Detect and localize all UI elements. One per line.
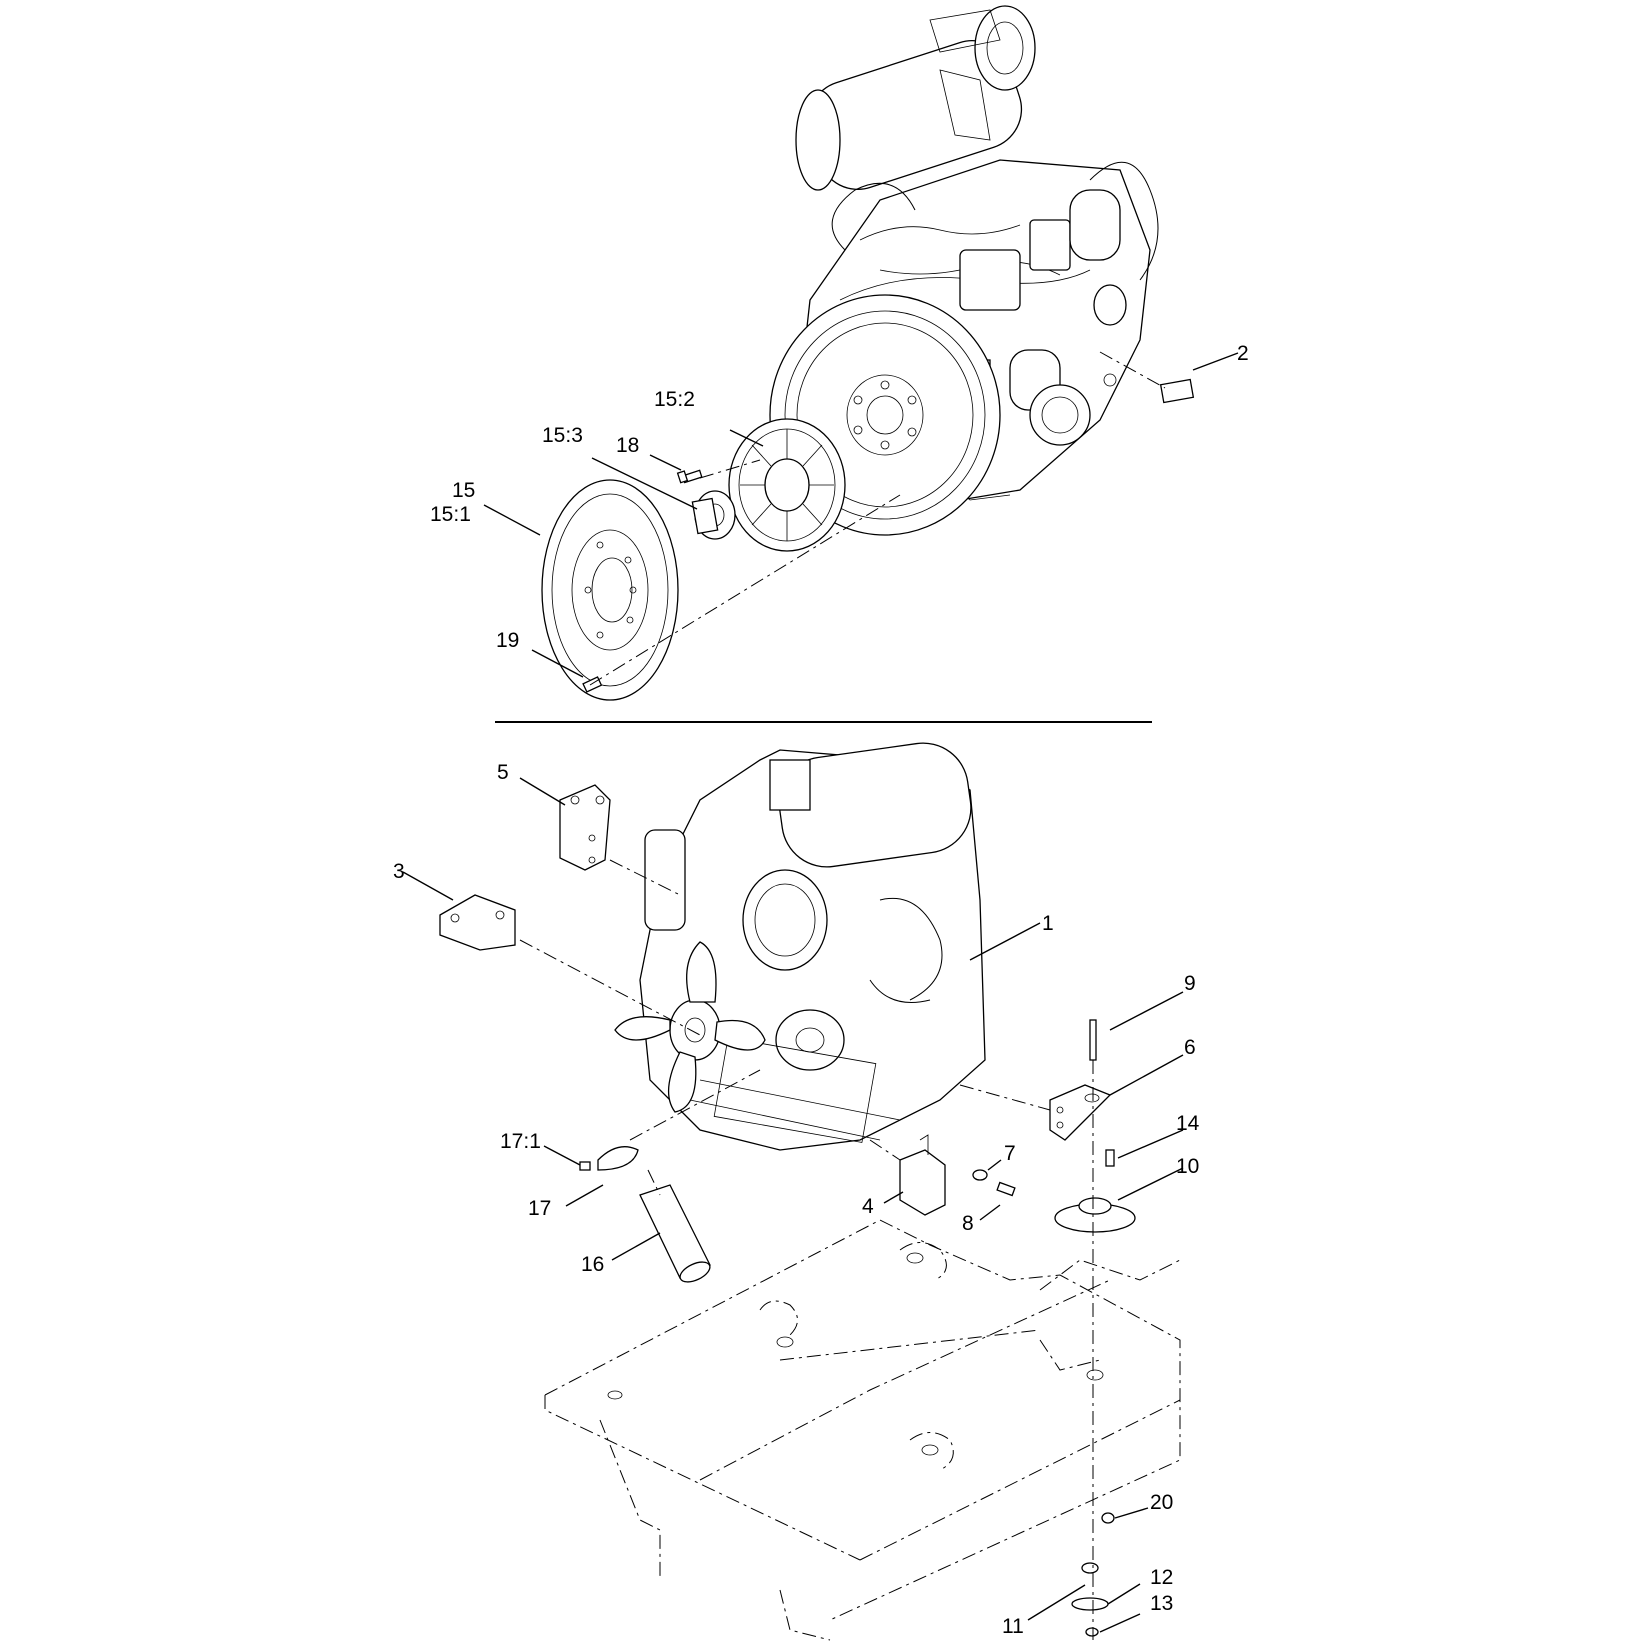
nut-20-part [1101,1512,1115,1524]
mount-bracket-4-part [899,1134,946,1216]
callout-9: 9 [1184,972,1196,995]
coupling-plate-part [728,418,846,552]
mount-bracket-6-part [1049,1084,1112,1141]
callout-7: 7 [1004,1142,1016,1165]
callout-10: 10 [1176,1155,1199,1178]
flywheel-adapter-part [541,479,679,701]
screw-18-part [676,469,703,484]
callout-8: 8 [962,1212,974,1235]
isolator-mount-10-part [1054,1197,1136,1233]
callout-12: 12 [1150,1566,1173,1589]
callout-14: 14 [1176,1112,1200,1135]
air-hose-16-part [639,1184,711,1283]
callout-15-2: 15:2 [654,388,695,411]
muffler-drawing [795,5,1036,191]
callout-20: 20 [1150,1491,1173,1514]
washer-11-part [1081,1562,1099,1574]
engine-block-front [639,742,986,1151]
bolt-14-part [1105,1149,1115,1167]
callout-17-1: 17:1 [500,1130,541,1153]
washer-12-part [1071,1597,1109,1611]
callout-2: 2 [1237,342,1249,365]
hose-clamp-17-part [579,1146,639,1171]
nut-13-part [1085,1627,1099,1637]
callout-17: 17 [528,1197,551,1220]
pin-9-part [1089,1019,1097,1061]
chassis-frame [544,1219,1181,1641]
callout-4: 4 [862,1195,874,1218]
callout-6: 6 [1184,1036,1196,1059]
engine-rear-view [483,5,1239,701]
callout-15-3: 15:3 [542,424,583,447]
mount-bracket-3-part [439,894,516,951]
mount-bracket-5-part [559,784,611,871]
callout-5: 5 [497,761,509,784]
callout-16: 16 [581,1253,604,1276]
fan-drawing [614,941,766,1113]
callout-13: 13 [1150,1592,1173,1615]
coupling-hub-part [691,490,736,540]
callout-15: 15 [452,479,475,502]
mount-hardware-stack [1071,1512,1115,1637]
callout-labels: 2 15:2 15:3 18 15 15:1 19 5 3 1 9 6 14 1… [393,342,1249,1638]
callout-18: 18 [616,434,639,457]
callout-15-1: 15:1 [430,503,471,526]
washer-7-part [972,1169,988,1181]
callout-19: 19 [496,629,519,652]
callout-11: 11 [1002,1615,1024,1638]
screw-8-part [996,1181,1016,1197]
engine-front-view [402,742,1184,1641]
callout-3: 3 [393,860,405,883]
decal-part [1159,378,1195,404]
callout-1: 1 [1042,912,1054,935]
